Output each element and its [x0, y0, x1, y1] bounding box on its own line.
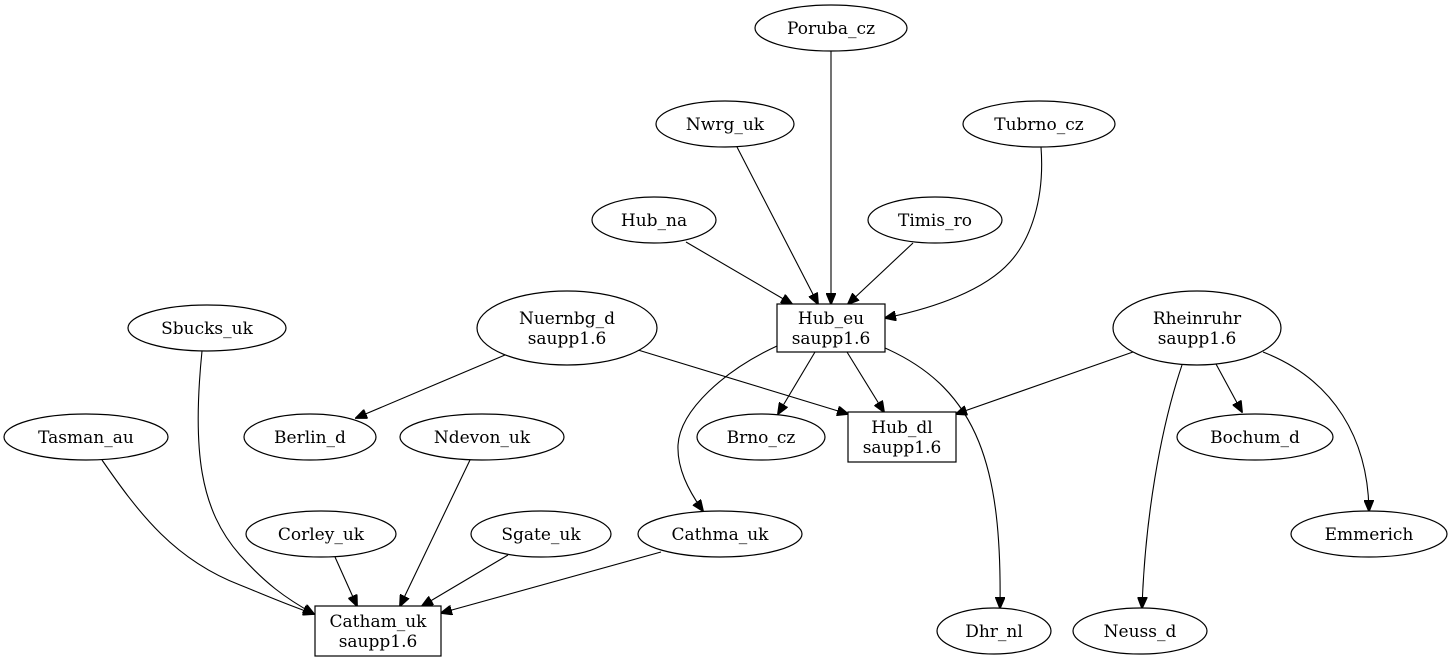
node-ellipse-shape	[754, 4, 908, 52]
node-label: Hub_eu	[798, 309, 864, 329]
edge-rheinruhr-to-hub-dl	[956, 351, 1134, 414]
node-label: Hub_na	[621, 211, 687, 231]
edge-rheinruhr-to-bochum-d	[1215, 363, 1242, 412]
node-label: Rheinruhr	[1153, 309, 1242, 329]
edge-nuernbg-d-to-berlin-d	[356, 354, 506, 418]
node-label: Catham_uk	[330, 612, 428, 632]
node-label: Berlin_d	[274, 428, 346, 448]
edge-cathma-uk-to-catham-uk	[441, 551, 662, 613]
node-sublabel: saupp1.6	[863, 438, 942, 458]
node-ellipse-shape	[243, 413, 377, 461]
node-ellipse-shape	[1176, 413, 1334, 461]
node-ellipse-shape	[1112, 290, 1282, 366]
edge-rheinruhr-to-emmerich	[1262, 351, 1369, 511]
edge-corley-uk-to-catham-uk	[334, 556, 357, 606]
node-ellipse-shape	[399, 413, 565, 461]
node-label: Tasman_au	[38, 428, 134, 448]
node-ellipse-shape	[245, 510, 397, 558]
edge-hub-eu-to-hub-dl	[846, 351, 884, 412]
edge-hub-na-to-hub-eu	[685, 241, 792, 304]
edge-ndevon-uk-to-catham-uk	[400, 459, 471, 606]
node-emmerich[interactable]: Emmerich	[1290, 510, 1448, 558]
edge-hub-eu-to-brno-cz	[778, 351, 816, 414]
node-ellipse-shape	[1072, 607, 1208, 655]
node-tasman-au[interactable]: Tasman_au	[3, 413, 169, 461]
node-cathma-uk[interactable]: Cathma_uk	[637, 510, 803, 558]
node-sublabel: saupp1.6	[528, 329, 607, 349]
node-label: Dhr_nl	[965, 622, 1023, 642]
node-label: Tubrno_cz	[994, 115, 1084, 135]
node-box-shape	[314, 605, 442, 657]
node-ellipse-shape	[962, 100, 1116, 148]
edge-sbucks-uk-to-catham-uk	[197, 350, 314, 614]
node-bochum-d[interactable]: Bochum_d	[1176, 413, 1334, 461]
edge-tasman-au-to-catham-uk	[101, 459, 314, 614]
node-ellipse-shape	[591, 196, 717, 244]
node-label: Nuernbg_d	[519, 309, 615, 329]
node-poruba-cz[interactable]: Poruba_cz	[754, 4, 908, 52]
node-label: Hub_dl	[871, 418, 932, 438]
node-label: Ndevon_uk	[434, 428, 531, 448]
node-ndevon-uk[interactable]: Ndevon_uk	[399, 413, 565, 461]
node-timis-ro[interactable]: Timis_ro	[867, 196, 1003, 244]
edge-hub-eu-to-dhr-nl	[884, 347, 1000, 608]
node-ellipse-shape	[655, 100, 795, 148]
node-nwrg-uk[interactable]: Nwrg_uk	[655, 100, 795, 148]
node-ellipse-shape	[127, 304, 287, 352]
edge-nuernbg-d-to-hub-dl	[637, 349, 848, 414]
node-ellipse-shape	[1290, 510, 1448, 558]
node-neuss-d[interactable]: Neuss_d	[1072, 607, 1208, 655]
node-label: Poruba_cz	[787, 19, 875, 39]
edge-tubrno-cz-to-hub-eu	[885, 146, 1043, 318]
node-box-shape	[776, 303, 886, 353]
node-sublabel: saupp1.6	[339, 632, 418, 652]
node-label: Corley_uk	[278, 525, 365, 545]
edge-sgate-uk-to-catham-uk	[422, 554, 509, 606]
node-brno-cz[interactable]: Brno_cz	[696, 413, 826, 461]
node-label: Neuss_d	[1104, 622, 1177, 642]
node-corley-uk[interactable]: Corley_uk	[245, 510, 397, 558]
node-ellipse-shape	[476, 290, 658, 366]
node-ellipse-shape	[637, 510, 803, 558]
edge-timis-ro-to-hub-eu	[848, 242, 914, 304]
node-ellipse-shape	[867, 196, 1003, 244]
node-berlin-d[interactable]: Berlin_d	[243, 413, 377, 461]
node-label: Emmerich	[1325, 525, 1414, 545]
node-label: Nwrg_uk	[686, 115, 765, 135]
node-label: Sgate_uk	[501, 525, 581, 545]
edge-rheinruhr-to-neuss-d	[1142, 364, 1183, 608]
node-label: Cathma_uk	[672, 525, 770, 545]
node-box-shape	[847, 411, 957, 463]
node-ellipse-shape	[470, 510, 612, 558]
node-sgate-uk[interactable]: Sgate_uk	[470, 510, 612, 558]
node-label: Timis_ro	[898, 211, 972, 231]
edge-nwrg-uk-to-hub-eu	[736, 146, 818, 304]
node-ellipse-shape	[696, 413, 826, 461]
node-dhr-nl[interactable]: Dhr_nl	[936, 607, 1052, 655]
node-label: Brno_cz	[727, 428, 796, 448]
node-hub-na[interactable]: Hub_na	[591, 196, 717, 244]
node-sublabel: saupp1.6	[792, 329, 871, 349]
node-sbucks-uk[interactable]: Sbucks_uk	[127, 304, 287, 352]
node-ellipse-shape	[936, 607, 1052, 655]
node-label: Sbucks_uk	[161, 319, 253, 339]
edges-layer	[101, 51, 1369, 614]
edge-hub-eu-to-cathma-uk	[677, 345, 778, 511]
node-tubrno-cz[interactable]: Tubrno_cz	[962, 100, 1116, 148]
node-label: Bochum_d	[1210, 428, 1300, 448]
node-ellipse-shape	[3, 413, 169, 461]
node-sublabel: saupp1.6	[1158, 329, 1237, 349]
